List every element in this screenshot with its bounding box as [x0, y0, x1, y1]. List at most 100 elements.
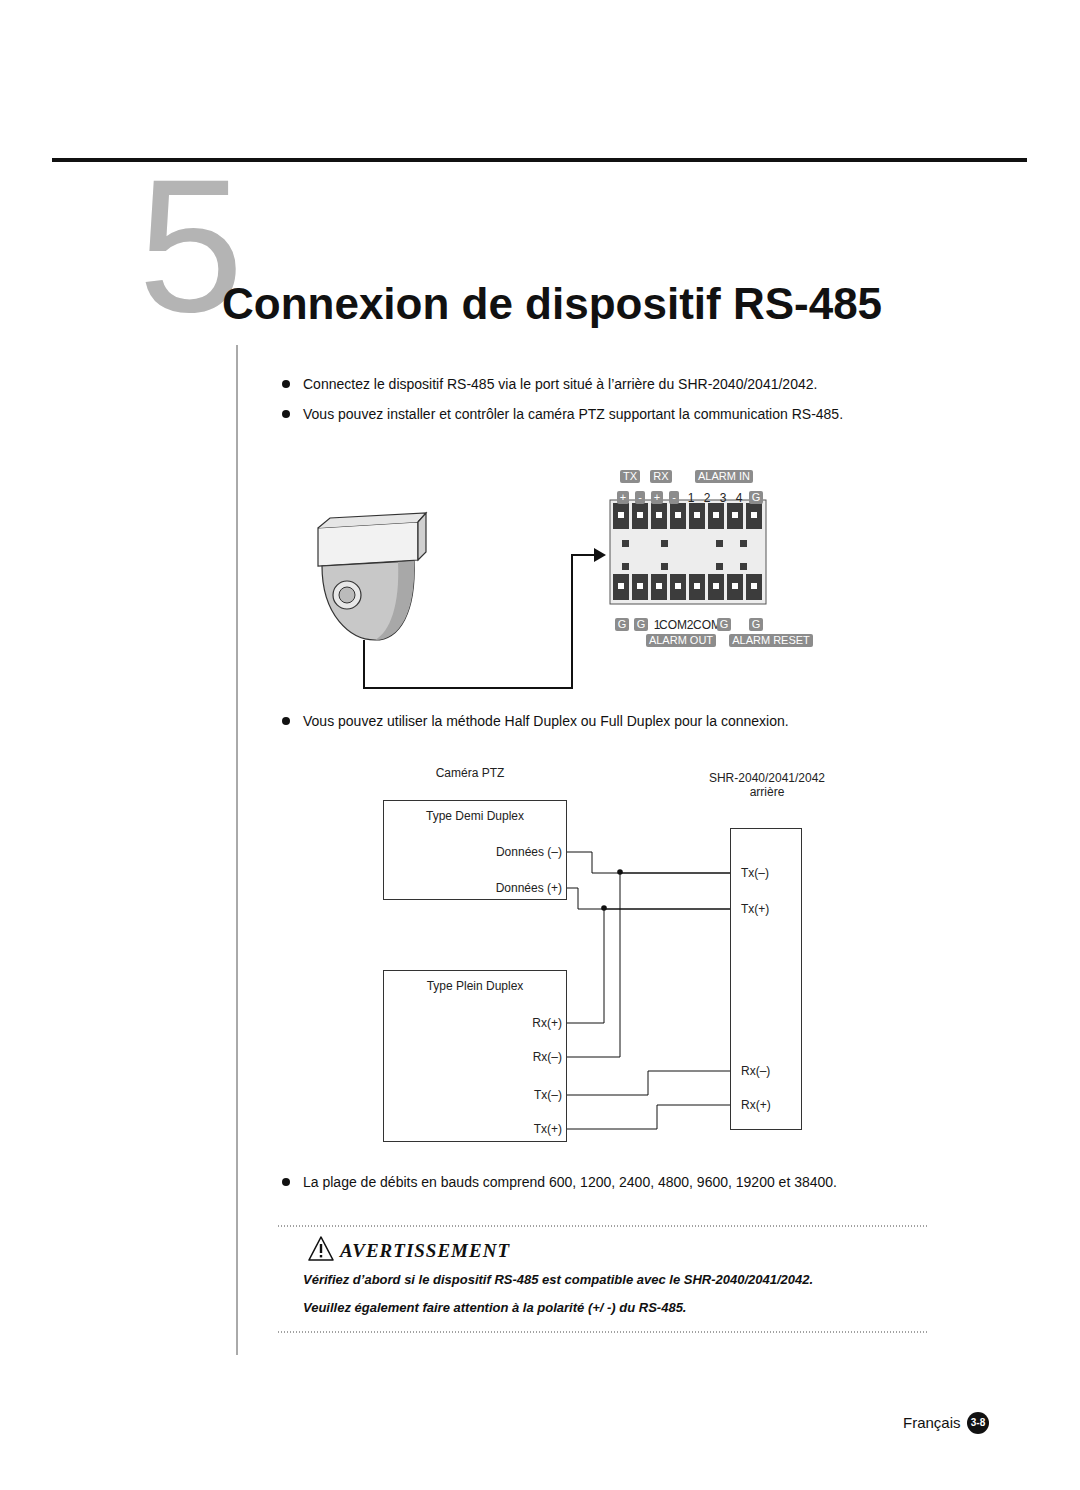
pin-label: G: [749, 491, 764, 504]
pin-label: G: [749, 618, 764, 631]
screw-slot: [751, 583, 757, 589]
terminal-screw: [708, 574, 724, 600]
pin-number: 3: [720, 491, 727, 505]
screw-slot: [732, 512, 738, 518]
warning-icon: [309, 1237, 333, 1260]
screw-slot: [637, 512, 643, 518]
terminal-screw: [746, 574, 762, 600]
signal-name: Rx(–): [741, 1064, 770, 1078]
port-label: ALARM RESET: [729, 634, 813, 647]
terminal-screw: [632, 574, 648, 600]
ptz-camera: [318, 513, 426, 640]
terminal-screw: [708, 503, 724, 529]
terminal-hole: [716, 540, 723, 547]
port-label: TX: [620, 470, 640, 483]
box-heading: Type Plein Duplex: [384, 979, 566, 993]
pin-label: G: [615, 618, 630, 631]
bullet-text: Vous pouvez installer et contrôler la ca…: [303, 405, 843, 423]
screw-slot: [618, 583, 624, 589]
warning-text: Veuillez également faire attention à la …: [303, 1299, 686, 1316]
signal-name: Tx(–): [534, 1088, 562, 1102]
screw-slot: [713, 512, 719, 518]
wire: [567, 1105, 730, 1129]
screw-slot: [675, 512, 681, 518]
terminal-screw: [689, 574, 705, 600]
terminal-screw: [613, 503, 629, 529]
wire: [567, 852, 730, 873]
terminal-screw: [670, 503, 686, 529]
signal-name: Tx(+): [741, 902, 769, 916]
signal-name: Tx(–): [741, 866, 769, 880]
pin-label: +: [651, 491, 663, 504]
terminal-screw: [689, 503, 705, 529]
terminal-screw: [651, 503, 667, 529]
screw-slot: [713, 583, 719, 589]
terminal-hole: [740, 540, 747, 547]
signal-name: Données (+): [496, 881, 562, 895]
camera-cable: [364, 548, 606, 688]
terminal-hole: [661, 563, 668, 570]
device-label: Caméra PTZ: [436, 766, 505, 780]
port-label: RX: [650, 470, 671, 483]
terminal-screw: [632, 503, 648, 529]
terminal-hole: [622, 563, 629, 570]
port-label: ALARM OUT: [646, 634, 716, 647]
terminal-screw: [613, 574, 629, 600]
pin-number: 2: [687, 618, 694, 632]
terminal-block: [610, 500, 766, 604]
signal-name: Rx(+): [741, 1098, 771, 1112]
screw-slot: [694, 583, 700, 589]
terminal-screw: [670, 574, 686, 600]
terminal-hole: [740, 563, 747, 570]
pin-number: 2: [704, 491, 711, 505]
terminal-screw: [651, 574, 667, 600]
wire: [567, 909, 730, 1023]
screw-slot: [694, 512, 700, 518]
pin-label: G: [717, 618, 732, 631]
warning-heading: AVERTISSEMENT: [340, 1240, 510, 1262]
pin-label: -: [669, 491, 679, 504]
wire: [567, 888, 730, 909]
signal-name: Tx(+): [534, 1122, 562, 1136]
bullet-text: Connectez le dispositif RS-485 via le po…: [303, 375, 817, 393]
page-number: 3-8: [967, 1412, 989, 1434]
wire: [567, 1071, 730, 1095]
port-label: ALARM IN: [695, 470, 753, 483]
terminal-hole: [622, 540, 629, 547]
pin-label: G: [634, 618, 649, 631]
signal-name: Rx(–): [533, 1050, 562, 1064]
screw-slot: [656, 583, 662, 589]
pin-number: 1: [688, 491, 695, 505]
terminal-hole: [716, 563, 723, 570]
margin-line: [237, 345, 238, 1355]
warning-text: Vérifiez d’abord si le dispositif RS-485…: [303, 1271, 813, 1288]
box-heading: Type Demi Duplex: [384, 809, 566, 823]
screw-slot: [618, 512, 624, 518]
screw-slot: [751, 512, 757, 518]
screw-slot: [637, 583, 643, 589]
bullet-dots: [282, 380, 290, 1186]
terminal-screw: [727, 503, 743, 529]
terminal-screw: [727, 574, 743, 600]
bullet-text: Vous pouvez utiliser la méthode Half Dup…: [303, 712, 789, 730]
dotted-rule: [278, 1226, 927, 1227]
screw-slot: [656, 512, 662, 518]
page-title: Connexion de dispositif RS-485: [222, 278, 882, 330]
screw-slot: [675, 583, 681, 589]
signal-name: Rx(+): [532, 1016, 562, 1030]
terminal-screw: [746, 503, 762, 529]
terminal-hole: [661, 540, 668, 547]
dotted-rule: [278, 1332, 927, 1333]
pin-label: +: [617, 491, 629, 504]
wiring-box: Type Plein DuplexRx(+) Rx(–) Tx(–) Tx(+): [383, 970, 567, 1142]
screw-slot: [732, 583, 738, 589]
bullet-text: La plage de débits en bauds comprend 600…: [303, 1173, 837, 1191]
signal-name: Données (–): [496, 845, 562, 859]
wiring-box: SHR-2040/2041/2042 arrièreTx(–)Tx(+)Rx(–…: [730, 828, 802, 1130]
pin-label: -: [635, 491, 645, 504]
box-heading: SHR-2040/2041/2042 arrière: [701, 771, 833, 799]
pin-number: 4: [736, 491, 743, 505]
pin-label: COM: [659, 618, 687, 632]
wiring-box: Type Demi DuplexDonnées (–) Données (+): [383, 800, 567, 900]
